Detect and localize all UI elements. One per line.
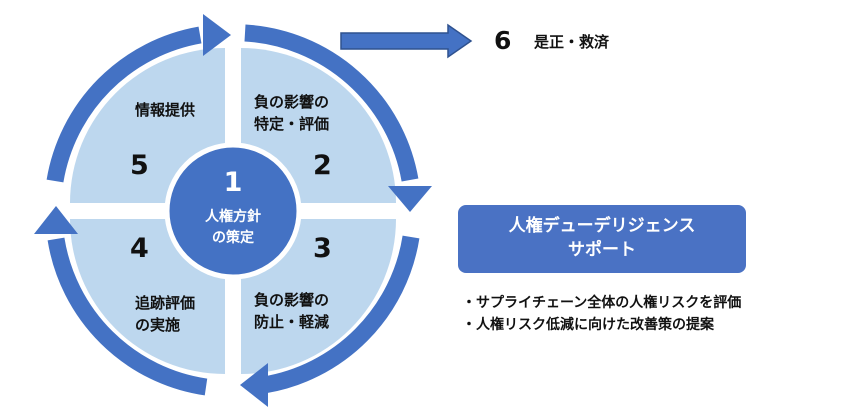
step3-label: 負の影響の 防止・軽減 xyxy=(254,291,330,331)
step4-number: 4 xyxy=(130,233,149,264)
support-bullets: ・サプライチェーン全体の人権リスクを評価 ・人権リスク低減に向けた改善策の提案 xyxy=(462,293,741,336)
center-circle xyxy=(164,142,302,280)
arrowhead-top-right xyxy=(388,186,432,212)
step6-label: 是正・救済 xyxy=(534,33,610,51)
cycle-ring xyxy=(46,24,420,396)
support-box: 人権デューデリジェンス サポート xyxy=(458,205,746,273)
arrowhead-top-left xyxy=(203,14,231,56)
step2-number: 2 xyxy=(313,150,332,181)
center-number: 1 xyxy=(223,167,243,198)
step6-number: 6 xyxy=(494,26,512,55)
bullet-item: ・人権リスク低減に向けた改善策の提案 xyxy=(462,316,714,333)
step3-number: 3 xyxy=(313,233,332,264)
support-box-line2: サポート xyxy=(568,240,636,260)
step4-label: 追跡評価 の実施 xyxy=(135,294,196,334)
step2-label: 負の影響の 特定・評価 xyxy=(254,93,330,133)
step6-arrow xyxy=(340,23,473,59)
bullet-item: ・サプライチェーン全体の人権リスクを評価 xyxy=(462,295,742,311)
arrowhead-bottom-right xyxy=(240,363,268,407)
arrowhead-bottom-left xyxy=(34,206,78,234)
support-box-line1: 人権デューデリジェンス xyxy=(508,216,696,237)
step5-number: 5 xyxy=(130,150,149,181)
center-label: 人権方針 の策定 xyxy=(205,209,261,246)
step5-label: 情報提供 xyxy=(135,101,196,119)
